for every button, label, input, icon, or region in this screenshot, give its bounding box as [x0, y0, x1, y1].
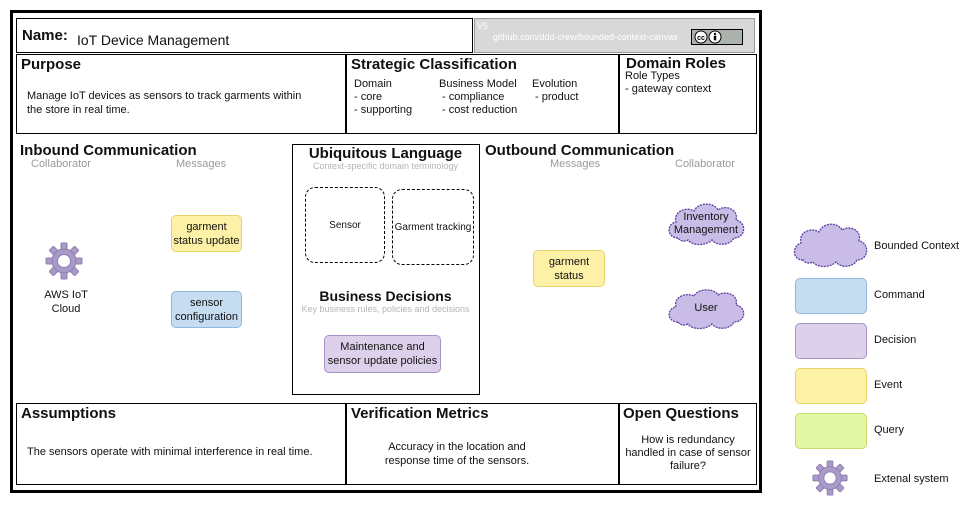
legend-label: Command	[874, 289, 925, 301]
ubiquitous-subtitle: Context-specific domain terminology	[312, 161, 459, 171]
business-title: Business Model	[439, 78, 517, 90]
assumptions-text: The sensors operate with minimal interfe…	[27, 446, 313, 458]
evolution-item: - product	[535, 91, 579, 103]
inbound-collaborator: AWS IoT Cloud	[44, 289, 88, 315]
legend-label: Extenal system	[874, 473, 949, 485]
decision-card: Maintenance and sensor update policies	[324, 335, 441, 373]
legend: Bounded Context Command Decision Event Q…	[788, 220, 973, 500]
evolution-column: Evolution - product	[532, 78, 578, 104]
term-card: Sensor	[305, 187, 385, 263]
creative-commons-icon: cc	[691, 29, 743, 45]
name-label: Name:	[22, 27, 68, 44]
decisions-subtitle: Key business rules, policies and decisio…	[301, 304, 470, 314]
domain-roles-title: Domain Roles	[626, 55, 727, 72]
collaborator-cloud: Inventory Management	[664, 200, 748, 248]
legend-item: Bounded Context	[788, 220, 973, 272]
strategic-title: Strategic Classification	[351, 56, 517, 73]
source-link[interactable]: github.com/ddd-crew/bounded-context-canv…	[493, 32, 678, 42]
term-card: Garment tracking	[392, 189, 474, 265]
domain-roles-section: Domain Roles Role Types - gateway contex…	[619, 54, 757, 134]
cloud-icon	[668, 289, 745, 330]
assumptions-title: Assumptions	[21, 405, 117, 422]
inbound-title: Inbound Communication	[20, 142, 197, 159]
outbound-title: Outbound Communication	[485, 142, 675, 159]
legend-label: Event	[874, 379, 903, 391]
business-item: - compliance	[442, 91, 505, 103]
strategic-section: Strategic Classification Domain - core -…	[346, 54, 619, 134]
questions-text: How is redundancy handled in case of sen…	[625, 434, 751, 472]
inbound-message-event: garment status update	[171, 215, 242, 252]
role-types-label: Role Types	[625, 70, 680, 82]
svg-text:cc: cc	[697, 35, 705, 42]
outbound-collaborator: User	[694, 302, 718, 314]
cloud-icon	[668, 203, 745, 246]
legend-swatch-decision	[795, 323, 867, 359]
evolution-title: Evolution	[532, 78, 578, 90]
assumptions-section: Assumptions The sensors operate with min…	[16, 403, 346, 485]
ubiquitous-title: Ubiquitous Language	[308, 145, 463, 162]
legend-label: Query	[874, 424, 904, 436]
domain-item: - supporting	[354, 104, 413, 116]
metrics-title: Verification Metrics	[351, 405, 489, 422]
role-type-item: - gateway context	[625, 83, 712, 95]
purpose-text: Manage IoT devices as sensors to track g…	[27, 90, 302, 116]
outbound-collaborator: Inventory Management	[673, 211, 739, 236]
legend-swatch-command	[795, 278, 867, 314]
metrics-section: Verification Metrics Accuracy in the loc…	[346, 403, 619, 485]
cloud-icon	[793, 223, 868, 268]
outbound-collaborator-label: Collaborator	[675, 158, 735, 170]
source-banner: V5 github.com/ddd-crew/bounded-context-c…	[474, 18, 755, 53]
collaborator-cloud: User	[664, 286, 748, 332]
gear-icon	[812, 460, 848, 496]
version-label: V5	[477, 21, 489, 31]
business-column: Business Model - compliance - cost reduc…	[439, 78, 517, 117]
legend-swatch-query	[795, 413, 867, 449]
decisions-title: Business Decisions	[319, 288, 452, 304]
name-section: Name: IoT Device Management	[16, 18, 473, 53]
business-item: - cost reduction	[442, 104, 518, 116]
inbound-collaborator-label: Collaborator	[31, 158, 91, 170]
legend-label: Bounded Context	[874, 240, 960, 252]
purpose-section: Purpose Manage IoT devices as sensors to…	[16, 54, 346, 134]
questions-section: Open Questions How is redundancy handled…	[619, 403, 757, 485]
core-panel: Ubiquitous Language Context-specific dom…	[292, 144, 480, 395]
domain-item: - core	[354, 91, 383, 103]
purpose-title: Purpose	[21, 56, 82, 73]
inbound-messages-label: Messages	[176, 158, 227, 170]
domain-title: Domain	[354, 78, 392, 90]
canvas-frame	[10, 10, 762, 493]
questions-title: Open Questions	[623, 405, 739, 422]
gear-icon	[45, 242, 83, 280]
outbound-message-event: garment status	[533, 250, 605, 287]
legend-swatch-event	[795, 368, 867, 404]
outbound-messages-label: Messages	[550, 158, 601, 170]
metrics-text: Accuracy in the location and response ti…	[384, 441, 530, 467]
context-name: IoT Device Management	[77, 32, 230, 48]
domain-column: Domain - core - supporting	[354, 78, 412, 117]
legend-label: Decision	[874, 334, 917, 346]
inbound-message-command: sensor configuration	[171, 291, 242, 328]
